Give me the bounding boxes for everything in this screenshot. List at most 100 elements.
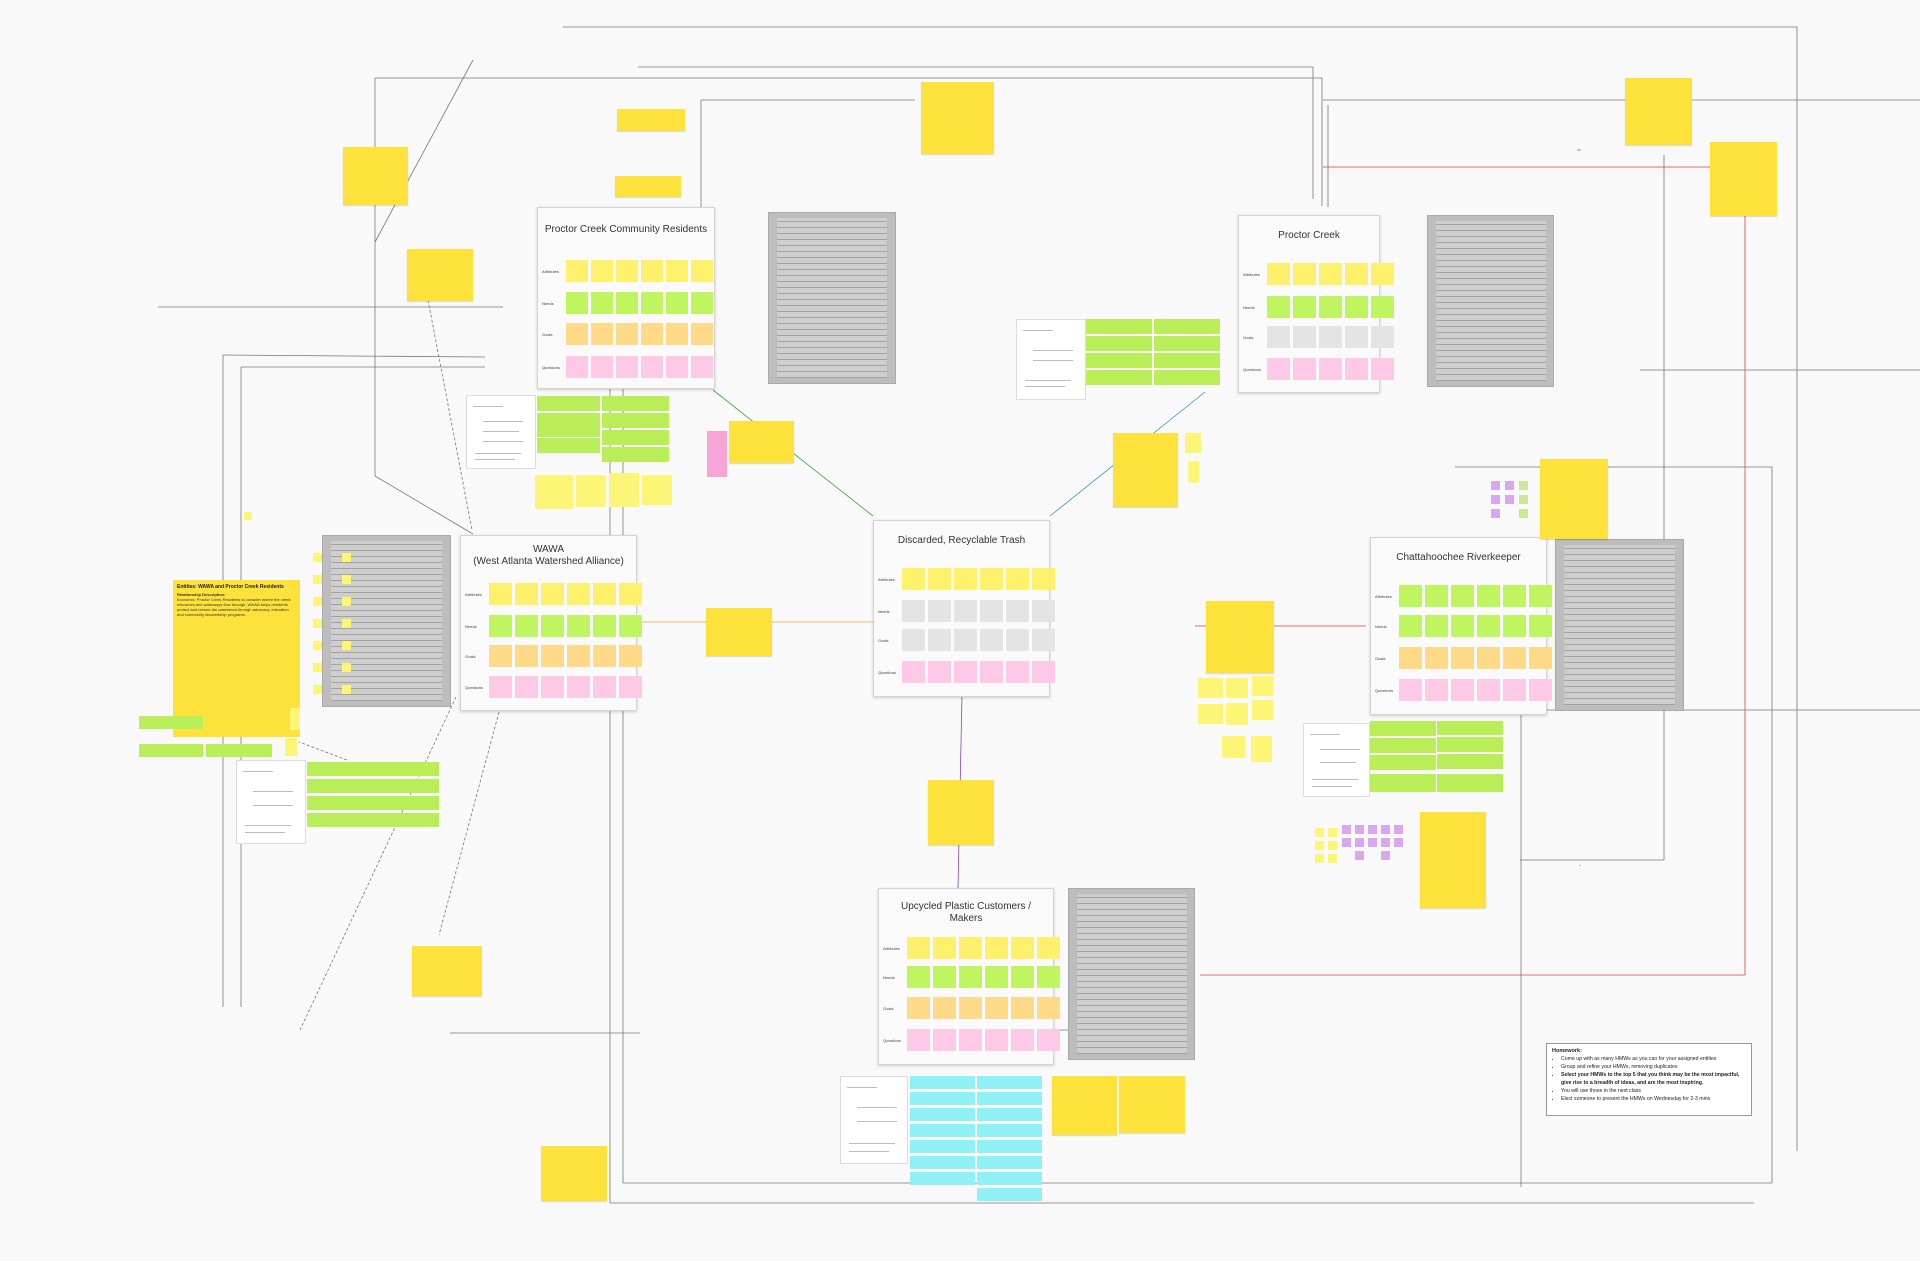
sticky-note[interactable] — [1251, 736, 1272, 762]
sticky-note[interactable] — [706, 608, 772, 656]
sticky-note[interactable] — [313, 685, 322, 694]
sticky-note[interactable] — [313, 553, 322, 562]
hmw-sticky[interactable] — [1370, 738, 1436, 753]
sticky-note[interactable] — [342, 597, 351, 606]
hmw-sticky[interactable] — [977, 1172, 1042, 1185]
hmw-sticky[interactable] — [602, 430, 669, 445]
sticky-note[interactable] — [928, 780, 994, 845]
sticky-note[interactable] — [1198, 704, 1223, 724]
notes-photo[interactable] — [1555, 539, 1684, 711]
sticky-note[interactable] — [1381, 825, 1390, 834]
sticky-note[interactable] — [1505, 495, 1514, 504]
sticky-note[interactable] — [1381, 838, 1390, 847]
hmw-sticky[interactable] — [1437, 754, 1503, 769]
sticky-note[interactable] — [342, 619, 351, 628]
card-upcycled-plastic-customers[interactable]: Upcycled Plastic Customers / Makers Attr… — [878, 888, 1060, 1065]
sticky-note[interactable] — [1315, 828, 1324, 837]
sticky-note[interactable] — [576, 475, 606, 507]
hmw-sticky[interactable] — [206, 744, 272, 757]
sticky-note[interactable] — [1226, 678, 1248, 698]
homework-box[interactable]: Homework: Come up with as many HMWs as y… — [1546, 1043, 1752, 1116]
card-wawa[interactable]: WAWA (West Atlanta Watershed Alliance) A… — [460, 535, 642, 711]
sticky-note[interactable] — [1355, 851, 1364, 860]
sticky-note[interactable] — [1315, 854, 1324, 863]
hmw-sticky[interactable] — [307, 796, 439, 810]
hmw-sticky[interactable] — [1370, 774, 1436, 792]
sticky-note[interactable] — [1381, 851, 1390, 860]
notes-photo[interactable] — [1068, 888, 1195, 1060]
hmw-sticky[interactable] — [1437, 721, 1503, 735]
sticky-note[interactable] — [407, 249, 473, 301]
hmw-sticky[interactable] — [977, 1124, 1042, 1137]
hmw-sticky[interactable] — [910, 1108, 975, 1121]
hmw-sticky[interactable] — [602, 447, 669, 462]
sticky-note[interactable] — [1252, 676, 1273, 696]
card-proctor-creek-residents[interactable]: Proctor Creek Community Residents Attrib… — [537, 207, 715, 389]
hmw-sticky[interactable] — [1154, 319, 1220, 334]
hmw-sticky[interactable] — [977, 1076, 1042, 1089]
hmw-sticky[interactable] — [537, 438, 600, 453]
sticky-note[interactable] — [1119, 1076, 1185, 1133]
notes-photo[interactable] — [1427, 215, 1554, 387]
sticky-note[interactable] — [541, 1146, 607, 1201]
hmw-sticky[interactable] — [910, 1156, 975, 1169]
sticky-note[interactable] — [1540, 459, 1608, 539]
doc-snippet[interactable] — [1016, 319, 1086, 400]
sticky-note[interactable] — [1252, 700, 1273, 720]
sticky-note[interactable] — [1505, 481, 1514, 490]
hmw-sticky[interactable] — [1370, 755, 1436, 770]
sticky-note[interactable] — [1185, 433, 1201, 453]
sticky-note[interactable] — [1394, 838, 1403, 847]
hmw-sticky[interactable] — [1154, 336, 1220, 351]
sticky-note[interactable] — [1342, 825, 1351, 834]
hmw-sticky[interactable] — [307, 779, 439, 793]
sticky-note[interactable] — [290, 708, 300, 730]
hmw-sticky[interactable] — [1154, 353, 1220, 368]
sticky-note[interactable] — [1328, 841, 1337, 850]
hmw-sticky[interactable] — [910, 1124, 975, 1137]
sticky-note[interactable] — [1394, 825, 1403, 834]
hmw-sticky[interactable] — [1437, 774, 1503, 792]
sticky-note[interactable] — [1420, 812, 1486, 908]
sticky-note[interactable] — [1328, 828, 1337, 837]
hmw-sticky[interactable] — [307, 762, 439, 776]
sticky-note[interactable] — [609, 473, 639, 507]
sticky-note[interactable] — [313, 619, 322, 628]
sticky-note[interactable] — [342, 641, 351, 650]
doc-snippet[interactable] — [840, 1076, 908, 1164]
sticky-note[interactable] — [1206, 601, 1274, 673]
hmw-sticky[interactable] — [602, 413, 669, 428]
sticky-note[interactable] — [1519, 509, 1528, 518]
sticky-note[interactable] — [729, 421, 794, 463]
sticky-note[interactable] — [1222, 736, 1245, 758]
hmw-sticky[interactable] — [910, 1172, 975, 1185]
hmw-sticky[interactable] — [139, 716, 203, 729]
sticky-note[interactable] — [1315, 841, 1324, 850]
card-discarded-recyclable-trash[interactable]: Discarded, Recyclable Trash Attributes N… — [873, 520, 1055, 697]
sticky-note[interactable] — [1328, 854, 1337, 863]
hmw-sticky[interactable] — [977, 1156, 1042, 1169]
sticky-note[interactable] — [1368, 838, 1377, 847]
sticky-note[interactable] — [1368, 825, 1377, 834]
sticky-note[interactable] — [342, 663, 351, 672]
hmw-sticky[interactable] — [1085, 319, 1152, 334]
sticky-note[interactable] — [1342, 838, 1351, 847]
sticky-note[interactable] — [313, 663, 322, 672]
hmw-sticky[interactable] — [602, 396, 669, 411]
hmw-sticky[interactable] — [307, 813, 439, 827]
hmw-sticky[interactable] — [1085, 353, 1152, 368]
sticky-note[interactable] — [1188, 461, 1199, 483]
sticky-note[interactable] — [707, 431, 727, 477]
hmw-sticky[interactable] — [910, 1092, 975, 1105]
sticky-note[interactable] — [535, 475, 573, 509]
entity-relationship-box[interactable]: Entities: WAWA and Proctor Creek Residen… — [173, 580, 300, 737]
sticky-note[interactable] — [1491, 509, 1500, 518]
sticky-note[interactable] — [244, 512, 252, 520]
sticky-note[interactable] — [1491, 495, 1500, 504]
hmw-sticky[interactable] — [537, 396, 600, 411]
hmw-sticky[interactable] — [1085, 336, 1152, 351]
sticky-note[interactable] — [1113, 433, 1178, 507]
sticky-note[interactable] — [1198, 678, 1223, 698]
sticky-note[interactable] — [1226, 703, 1248, 725]
